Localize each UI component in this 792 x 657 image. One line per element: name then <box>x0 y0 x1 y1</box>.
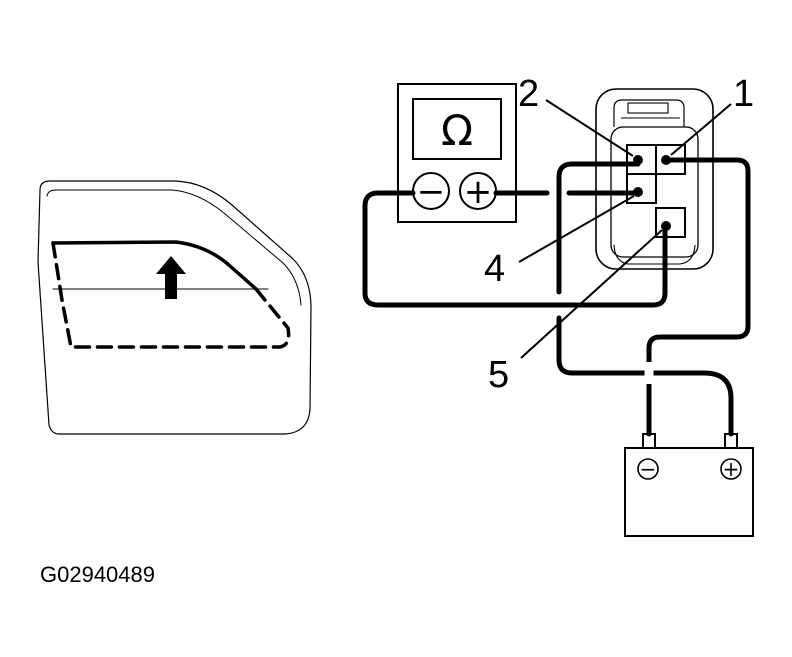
window-glass-lowered <box>51 241 291 349</box>
lock-tab-slot <box>627 102 669 114</box>
callout-2-label: 2 <box>518 73 539 115</box>
meter-negative-lead <box>362 190 668 308</box>
callout-4-label: 4 <box>484 248 505 290</box>
battery-positive-sign: + <box>723 457 740 481</box>
figure-code: G02940489 <box>40 562 155 587</box>
switch-lower-rim <box>613 244 696 265</box>
door-outline <box>37 180 312 435</box>
callout-1-label: 1 <box>733 73 754 115</box>
battery-negative-wire-b <box>556 315 638 376</box>
switch-housing-outer <box>595 88 714 270</box>
callout-4-leader <box>518 195 635 263</box>
callout-2-leader <box>545 99 634 157</box>
battery-positive-wire <box>646 157 751 437</box>
power-window-switch <box>595 88 714 270</box>
meter-display <box>412 98 502 160</box>
callout-1-leader <box>670 103 732 156</box>
battery-negative-mark <box>637 458 659 480</box>
up-arrow-icon <box>156 256 186 299</box>
meter-positive-sign: + <box>464 172 493 212</box>
meter-negative-sign: − <box>417 172 446 212</box>
battery: − + <box>624 433 754 537</box>
door-inner-edge <box>46 189 302 306</box>
car-door <box>37 180 312 435</box>
switch-lock-tab <box>613 99 685 127</box>
battery-positive-mark <box>720 458 742 480</box>
callout-5-leader <box>520 229 663 359</box>
battery-negative-sign: − <box>640 457 657 481</box>
callout-5-label: 5 <box>488 354 509 396</box>
ohm-symbol: Ω <box>441 106 473 155</box>
battery-negative-wire-a <box>556 157 641 295</box>
ohmmeter: Ω − + <box>397 83 517 223</box>
wires <box>362 157 751 437</box>
callouts <box>518 99 732 359</box>
battery-negative-wire-c <box>632 370 734 437</box>
window-frame <box>51 240 258 291</box>
